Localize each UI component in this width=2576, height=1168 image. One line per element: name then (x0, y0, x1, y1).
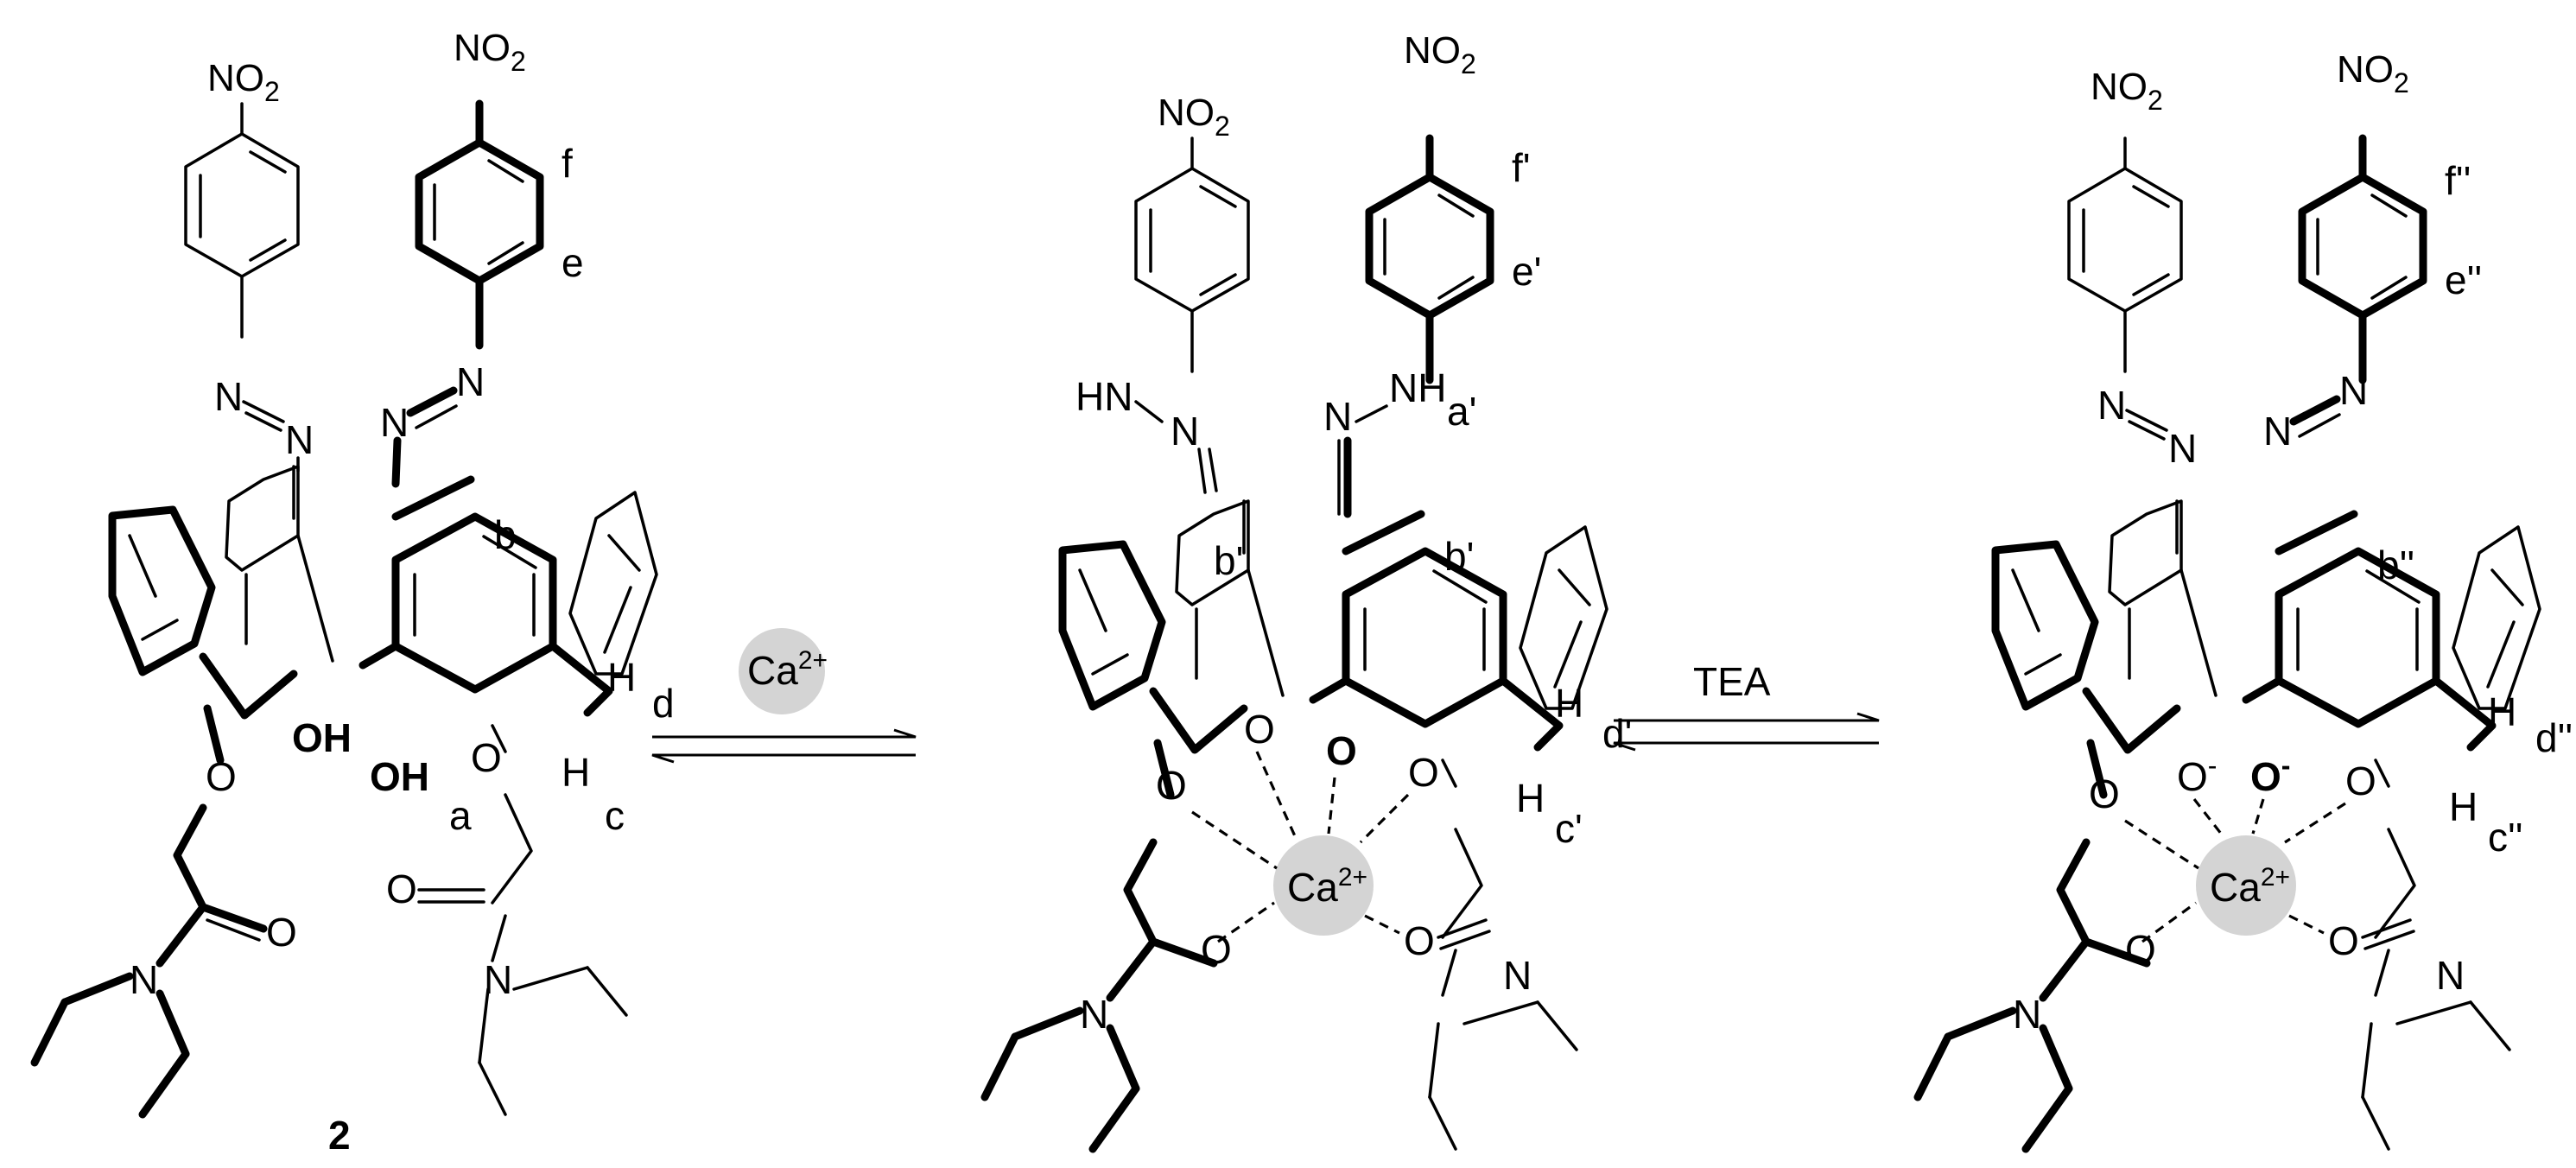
phenolate-oxygen-2: O- (2250, 750, 2290, 799)
nitro-group-right: NO2 (454, 27, 526, 77)
proton-label-f: f (562, 141, 573, 186)
calcium-ion (2196, 835, 2296, 936)
ether-oxygen-left: O (2089, 771, 2120, 816)
amide-oxygen-right: O (1404, 918, 1435, 963)
azo-n-right-2: N (2339, 368, 2368, 413)
calcium-ion-label: Ca2+ (1287, 863, 1367, 910)
calcium-ion-badge (739, 628, 825, 714)
nitro-group-left: NO2 (207, 57, 280, 107)
proton-label-f: f'' (2445, 158, 2471, 203)
quinoid-oxygen-1: O (1244, 707, 1275, 752)
hydrogen-label-c: H (562, 750, 590, 795)
nitro-group-right: NO2 (1404, 29, 1476, 79)
azo-n-left-2: N (285, 417, 314, 462)
azo-n-left-1: N (214, 374, 243, 419)
azo-n-left-1: N (2097, 383, 2126, 428)
nitro-group-left: NO2 (2091, 66, 2163, 116)
amide-nitrogen-left: N (1080, 992, 1108, 1037)
proton-label-a: a' (1447, 389, 1476, 434)
ca-complex-phenolate-structure: NO2 NO2 f'' e'' N N N N b'' O- O- O O H … (1918, 48, 2573, 1149)
proton-label-c: c'' (2488, 815, 2523, 860)
hydrogen-label-d: H (1555, 681, 1583, 726)
amide-nitrogen-right: N (1503, 953, 1532, 998)
hydrazone-nh-left: HN (1075, 374, 1133, 419)
amide-oxygen-left: O (2125, 927, 2156, 972)
azo-n-left-2: N (2168, 426, 2197, 471)
hydrogen-label-d: H (2488, 689, 2516, 734)
tea-label: TEA (1693, 659, 1771, 704)
calcium-badge-label: Ca2+ (747, 646, 828, 693)
proton-label-b: b' (1444, 534, 1474, 579)
azo-n-right-2: N (456, 359, 485, 404)
hydrazone-n-right: N (1323, 394, 1352, 439)
hydroxyl-label-1: OH (292, 715, 352, 760)
hydroxyl-label-2: OH (370, 754, 429, 799)
compound-2-structure: NO2 NO2 f e N N N N b OH OH a O O H d H … (35, 27, 675, 1158)
proton-label-e: e' (1512, 249, 1541, 294)
ca-complex-hydrazone-structure: NO2 NO2 f' e' HN N N NH a' b' b' O O O O… (985, 29, 1632, 1149)
amide-oxygen-left: O (266, 910, 297, 955)
ca-addition-equilibrium: Ca2+ (651, 628, 917, 764)
proton-label-d: d'' (2535, 715, 2573, 760)
tea-equilibrium: TEA (1613, 659, 1880, 752)
ether-oxygen-left: O (206, 754, 237, 799)
proton-label-e: e (562, 240, 584, 285)
proton-label-b-inner: b' (1214, 538, 1243, 583)
amide-oxygen-right: O (386, 866, 417, 911)
proton-label-f: f' (1512, 145, 1531, 190)
proton-label-d: d' (1602, 711, 1632, 756)
proton-label-c: c (605, 793, 625, 838)
amide-nitrogen-right: N (2436, 953, 2465, 998)
nitro-group-right: NO2 (2337, 48, 2409, 98)
hydrogen-label-c: H (1516, 776, 1545, 821)
proton-label-c: c' (1555, 806, 1583, 851)
compound-number: 2 (328, 1113, 351, 1158)
amide-nitrogen-right: N (484, 957, 512, 1002)
ether-oxygen-right: O (1408, 750, 1439, 795)
azo-n-right-1: N (380, 400, 409, 445)
ether-oxygen-right: O (2345, 759, 2376, 803)
azo-n-right-1: N (2263, 409, 2292, 454)
hydrogen-label-d: H (607, 655, 636, 700)
quinoid-oxygen-2: O (1326, 728, 1357, 773)
amide-oxygen-left: O (1201, 927, 1232, 972)
proton-label-e: e'' (2445, 257, 2482, 302)
amide-nitrogen-left: N (2013, 992, 2041, 1037)
hydrazone-n-left: N (1171, 409, 1199, 454)
calcium-ion-label: Ca2+ (2210, 863, 2290, 910)
amide-nitrogen-left: N (130, 957, 158, 1002)
ether-oxygen-right: O (471, 735, 502, 780)
proton-label-a: a (449, 793, 472, 838)
ether-oxygen-left: O (1156, 763, 1187, 808)
hydrazone-nh-right: NH (1389, 365, 1446, 410)
proton-label-b: b (494, 512, 517, 557)
amide-oxygen-right: O (2328, 918, 2359, 963)
calcium-ion (1273, 835, 1374, 936)
proton-label-b: b'' (2377, 543, 2414, 587)
proton-label-d: d (652, 681, 675, 726)
phenolate-oxygen-1: O- (2177, 750, 2217, 799)
hydrogen-label-c: H (2449, 784, 2478, 829)
nitro-group-left: NO2 (1158, 92, 1230, 142)
